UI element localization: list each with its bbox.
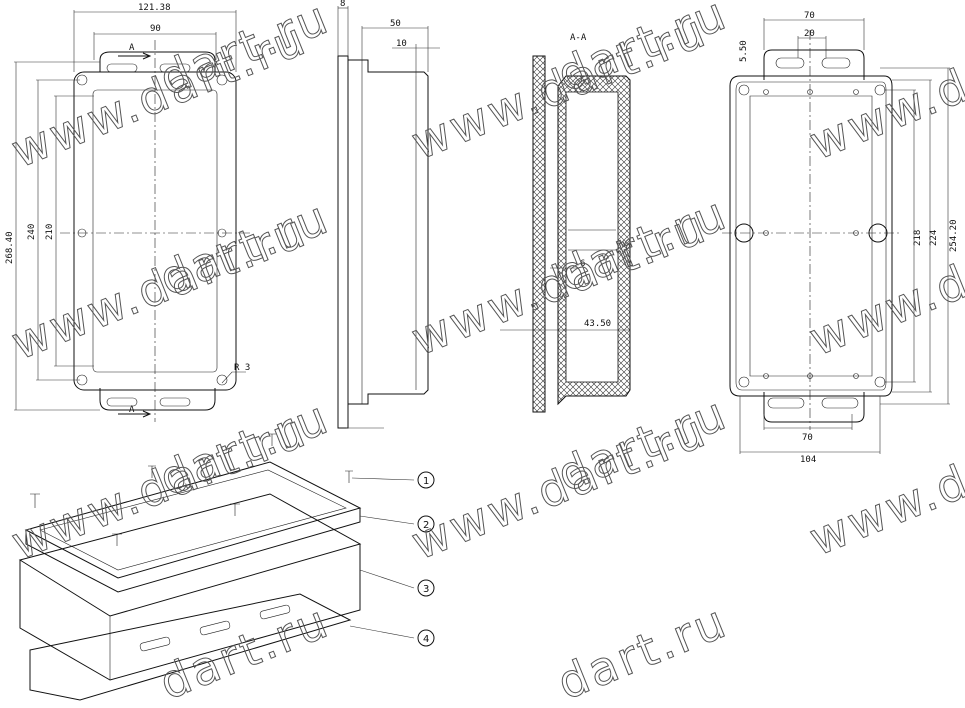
dim-flange: 8 [340,0,345,9]
bottom-ear [99,388,216,411]
dim-slot-width: 20 [804,29,815,39]
section-marker-bottom: A [129,405,135,415]
dim-slot-offset: 5.50 [739,40,749,62]
dim-hole-spacing: 240 [27,224,37,240]
dim-overall-length: 268.40 [5,231,15,264]
callout-4 [417,629,435,647]
exploded-view: 1 2 3 4 [18,433,435,701]
body-profile [348,59,429,405]
watermark: dart.ru [152,593,337,708]
watermark: www.dart.ru [802,3,965,170]
bottom-ear-top [763,49,865,80]
watermark: www.dart.ru [802,199,965,366]
dim-outer-slot: 70 [804,11,815,21]
callout-1 [417,471,435,489]
dim-length-mid: 224 [929,230,939,246]
dim-height: 50 [390,19,401,29]
dim-overall-width: 121.38 [138,3,171,13]
dim-length-inner: 218 [913,230,923,246]
ear-slot [106,397,138,407]
watermark: dart.ru [152,389,337,506]
dim-width: 104 [800,455,816,465]
watermark: www.dart.ru [802,399,965,566]
dim-lid-step: 10 [396,39,407,49]
callout-4-label: 4 [423,634,429,645]
dim-wall: 6 [580,259,585,269]
dim-depth: 43.50 [584,319,611,329]
watermark: dart.ru [152,189,337,306]
bottom-view: 70 20 5.50 218 224 254.20 70 104 [722,11,959,465]
callout-1-label: 1 [423,476,429,487]
callout-2 [417,515,435,533]
section-title: A-A [570,33,587,43]
top-ear [99,51,216,72]
callout-3-label: 3 [423,584,429,595]
dim-slot-spacing: 90 [150,24,161,34]
callout-2-label: 2 [423,520,429,531]
base-plate-part [29,593,352,701]
bottom-body-outline [729,75,893,397]
ear-slot [159,397,191,407]
dim-length-overall: 254.20 [949,219,959,252]
callout-3 [417,579,435,597]
dim-inner-length: 210 [45,224,55,240]
bottom-ear-bottom [763,392,865,423]
dim-slot-bottom: 70 [802,433,813,443]
ear-slot [106,63,138,73]
side-view: 8 50 10 [337,0,440,429]
dim-corner-radius: R 3 [234,363,250,373]
section-view: A-A 6 43.50 [500,33,631,413]
top-view: A A 121.38 90 268.40 240 210 R 3 [5,3,250,422]
section-base-hatch [532,55,546,413]
watermark: dart.ru [550,593,735,708]
section-marker-top: A [129,43,135,53]
base-plate [337,55,349,429]
watermarks: www.dart.ru www.dart.ru www.dart.ru www.… [3,0,965,708]
watermark: dart.ru [550,385,735,502]
